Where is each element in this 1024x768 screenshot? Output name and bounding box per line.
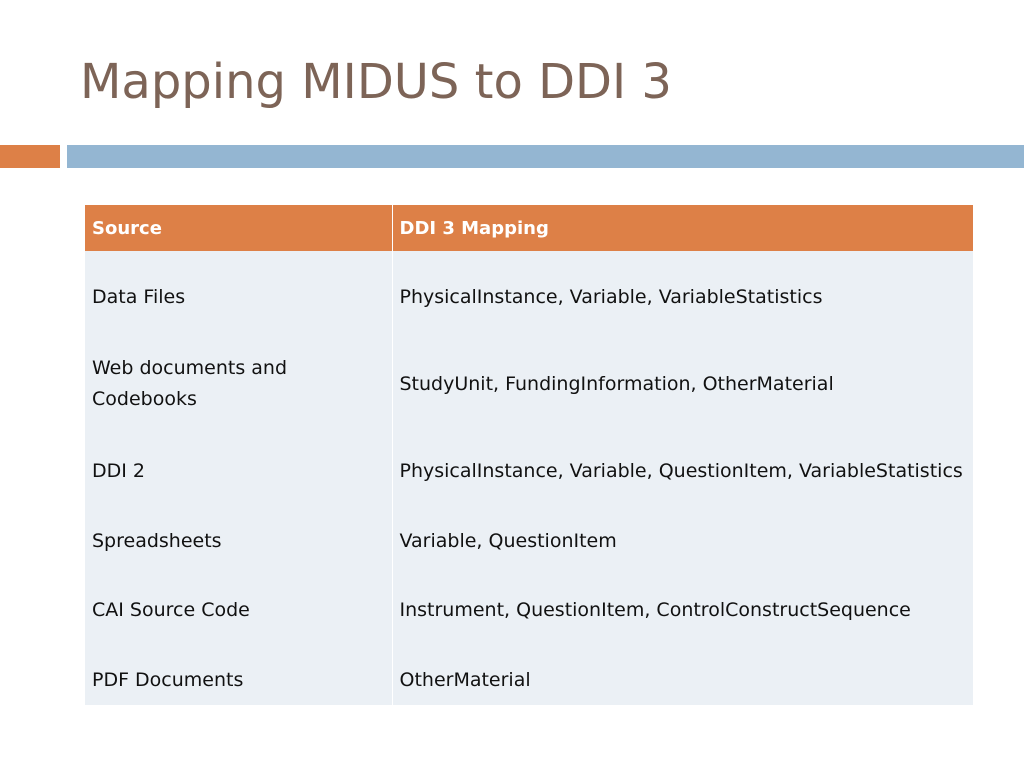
mapping-cell: PhysicalInstance, Variable, VariableStat… [391, 251, 973, 343]
source-cell: DDI 2 [85, 425, 392, 517]
source-cell: Web documents and Codebooks [85, 343, 392, 425]
source-cell: PDF Documents [85, 655, 392, 705]
source-cell: Spreadsheets [85, 517, 392, 565]
mapping-cell: OtherMaterial [391, 655, 973, 705]
accent-bar-orange [0, 145, 60, 168]
source-cell: CAI Source Code [85, 565, 392, 655]
table-row: Web documents and Codebooks StudyUnit, F… [85, 343, 973, 425]
table-header: Source DDI 3 Mapping [85, 205, 973, 251]
mapping-cell: Instrument, QuestionItem, ControlConstru… [391, 565, 973, 655]
table-row: CAI Source Code Instrument, QuestionItem… [85, 565, 973, 655]
table-body: Data Files PhysicalInstance, Variable, V… [85, 251, 973, 705]
source-cell: Data Files [85, 251, 392, 343]
mapping-cell: StudyUnit, FundingInformation, OtherMate… [391, 343, 973, 425]
header-row: Source DDI 3 Mapping [85, 205, 973, 251]
slide-title: Mapping MIDUS to DDI 3 [80, 54, 672, 110]
header-source: Source [85, 205, 392, 251]
mapping-cell: PhysicalInstance, Variable, QuestionItem… [391, 425, 973, 517]
table-row: DDI 2 PhysicalInstance, Variable, Questi… [85, 425, 973, 517]
table-row: PDF Documents OtherMaterial [85, 655, 973, 705]
mapping-cell: Variable, QuestionItem [391, 517, 973, 565]
accent-bar-blue [67, 145, 1024, 168]
table-row: Spreadsheets Variable, QuestionItem [85, 517, 973, 565]
mapping-table: Source DDI 3 Mapping Data Files Physical… [85, 205, 973, 705]
table-row: Data Files PhysicalInstance, Variable, V… [85, 251, 973, 343]
header-ddi3-mapping: DDI 3 Mapping [391, 205, 973, 251]
